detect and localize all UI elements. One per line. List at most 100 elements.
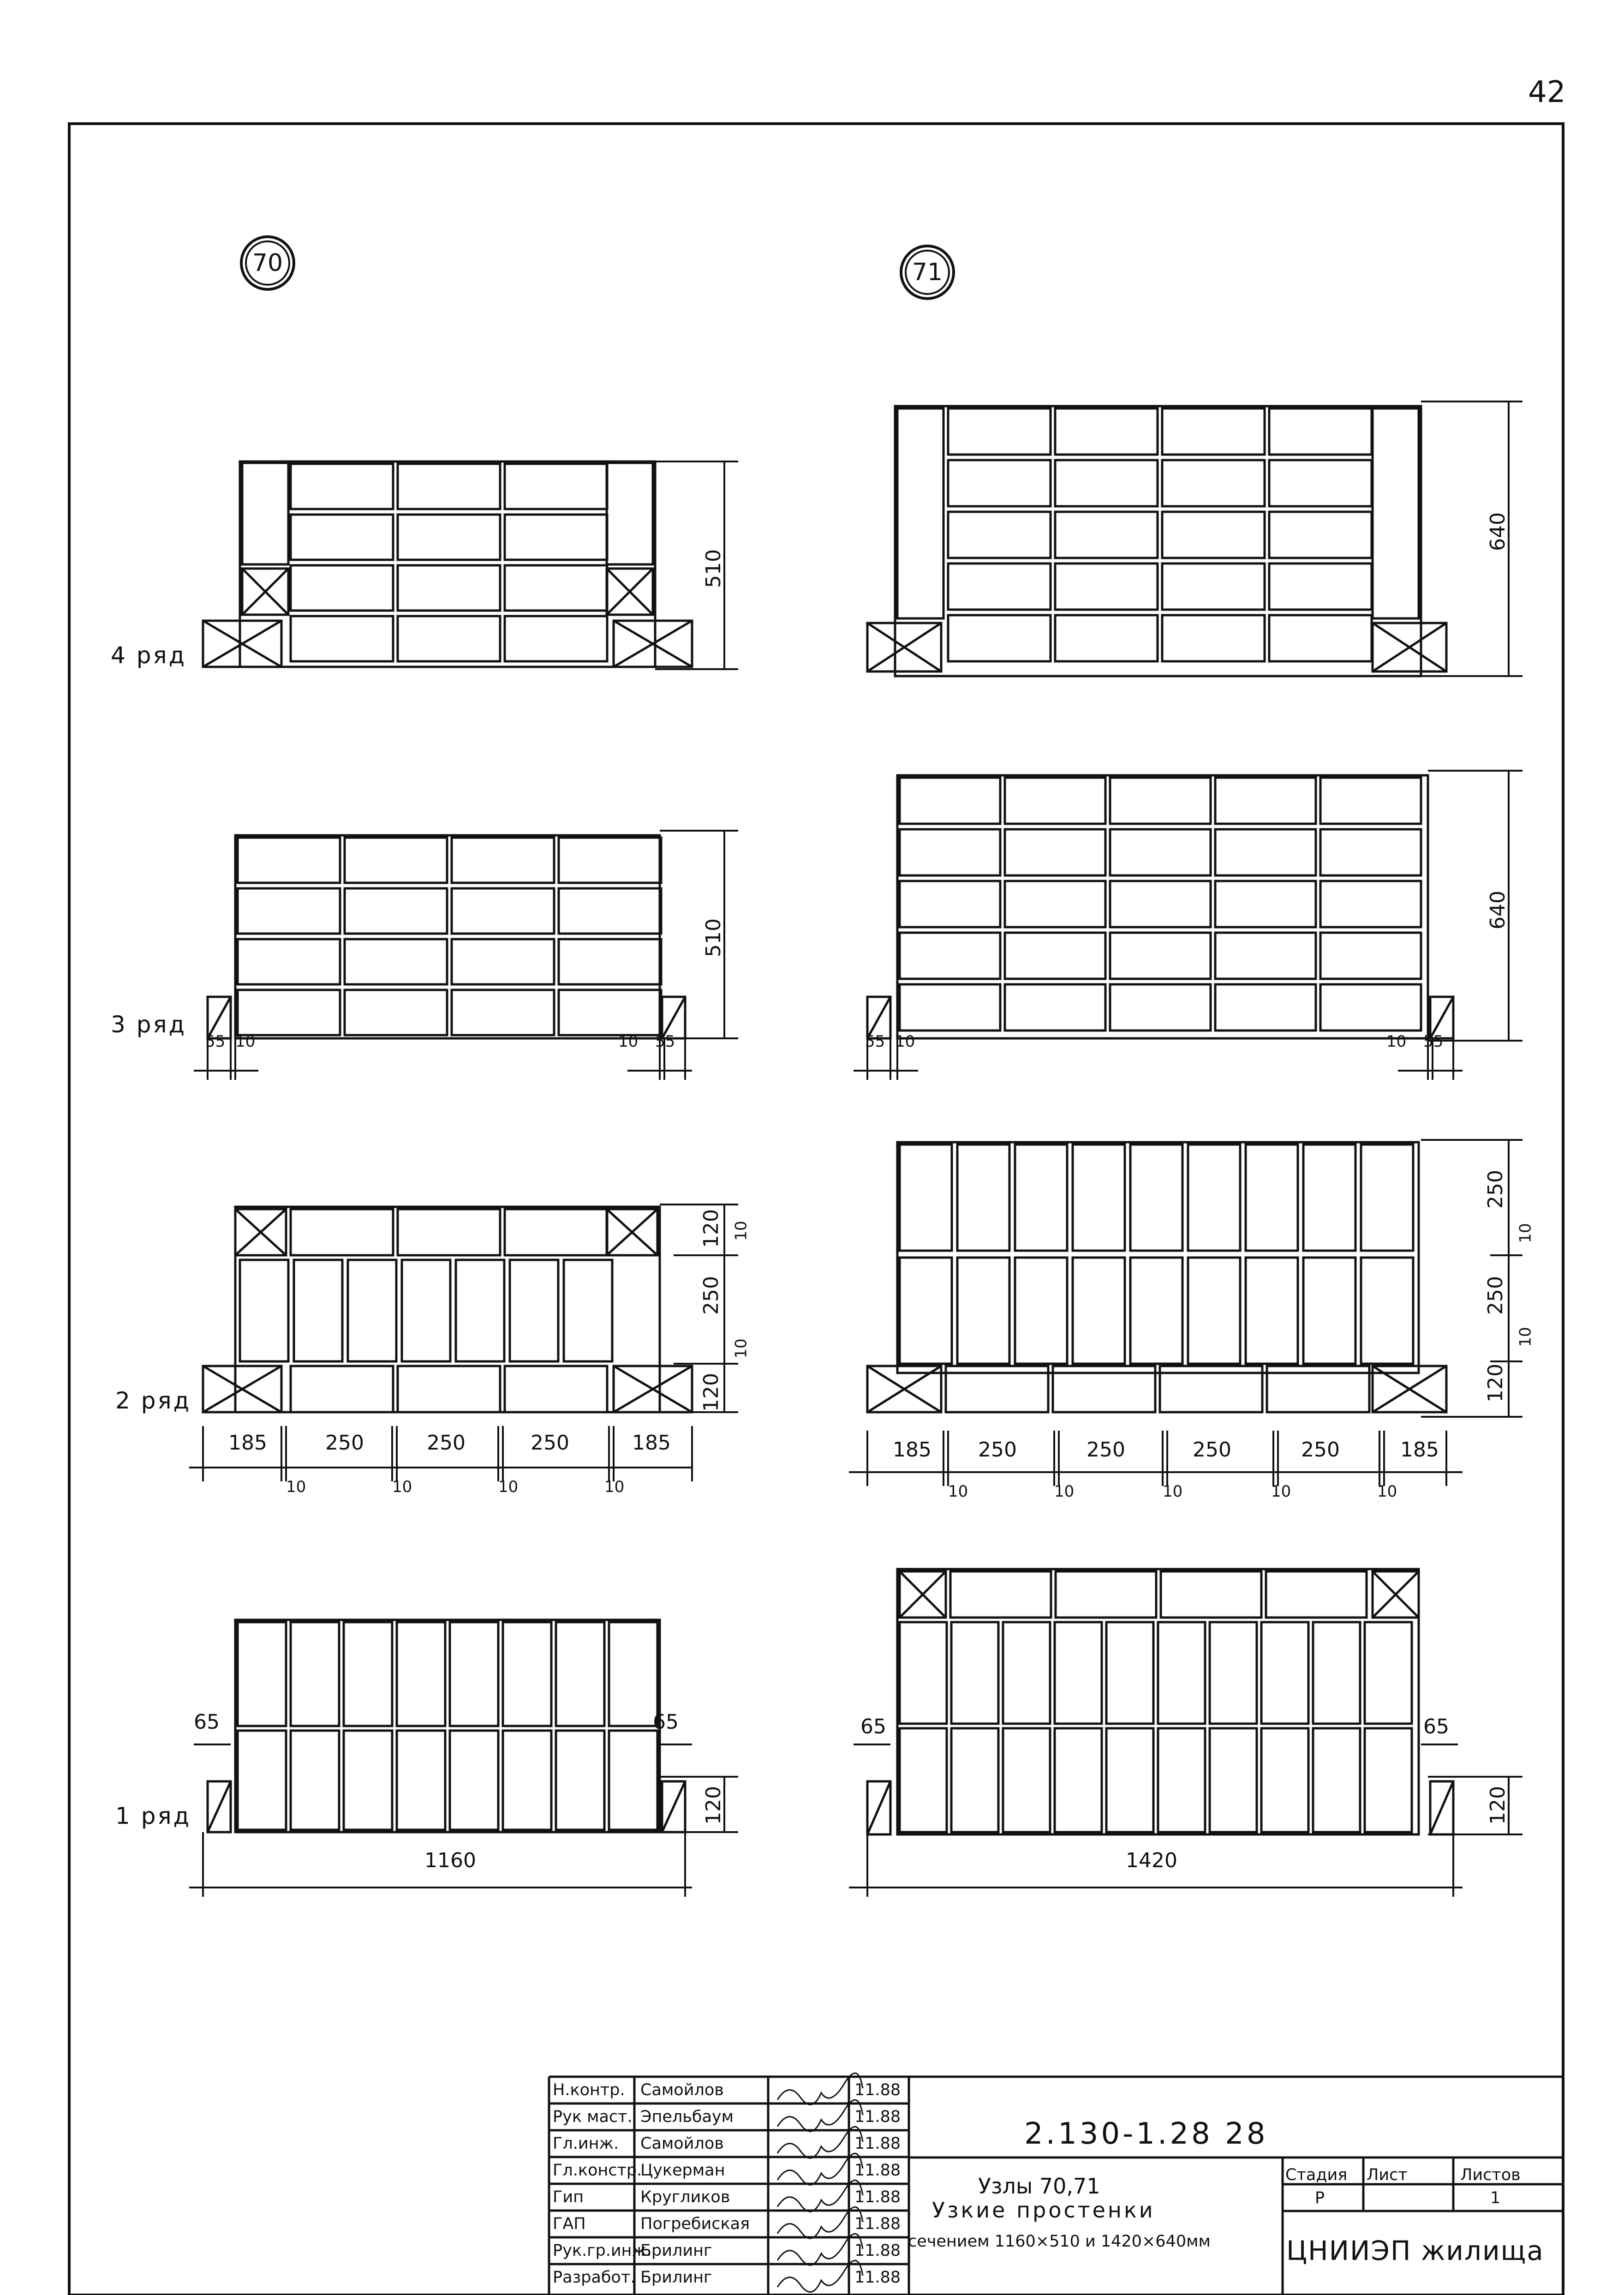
section-hatch bbox=[241, 568, 289, 616]
tb-date-5: 11.88 bbox=[854, 2188, 901, 2206]
brick bbox=[1360, 1143, 1415, 1252]
brick bbox=[1360, 1256, 1415, 1365]
brick bbox=[557, 836, 663, 884]
brick bbox=[898, 1256, 953, 1365]
page-number: 42 bbox=[1528, 75, 1566, 109]
section-block bbox=[605, 567, 654, 616]
brick bbox=[1002, 1727, 1051, 1834]
brick bbox=[1161, 562, 1266, 611]
brick bbox=[555, 1621, 606, 1727]
brick bbox=[1157, 1621, 1206, 1725]
brick bbox=[236, 836, 341, 884]
brick bbox=[289, 1729, 340, 1831]
section-block bbox=[612, 1365, 693, 1414]
section-hatch bbox=[613, 619, 693, 668]
brick bbox=[1003, 776, 1107, 825]
dim-10-c-71: 10 bbox=[1163, 1482, 1183, 1501]
brick bbox=[236, 1621, 287, 1727]
dim-55-right-71: 55 bbox=[1423, 1032, 1444, 1051]
brick bbox=[1268, 562, 1373, 611]
section-block bbox=[1429, 995, 1455, 1040]
section-block bbox=[1371, 1365, 1448, 1414]
wall-outline bbox=[894, 405, 1422, 677]
brick bbox=[1105, 1621, 1155, 1725]
dim-120-top-70: 120 bbox=[699, 1209, 723, 1248]
brick bbox=[557, 989, 663, 1037]
section-hatch bbox=[1429, 996, 1455, 1039]
brick bbox=[289, 1365, 394, 1414]
brick bbox=[1371, 407, 1420, 620]
brick bbox=[450, 989, 555, 1037]
dim-10-bottom-70: 10 bbox=[732, 1338, 751, 1359]
section-block bbox=[206, 1780, 232, 1834]
tb-date-2: 11.88 bbox=[854, 2108, 901, 2126]
organization-name: ЦНИИЭП жилища bbox=[1286, 2235, 1544, 2266]
section-hatch bbox=[866, 996, 892, 1039]
section-hatch bbox=[202, 1365, 282, 1414]
brick bbox=[1054, 510, 1159, 559]
dim-250-mid-71: 250 bbox=[1483, 1276, 1507, 1315]
tb-date-4: 11.88 bbox=[854, 2161, 901, 2180]
dim-65-left-71: 65 bbox=[860, 1715, 886, 1738]
row-label-1: 1 ряд bbox=[115, 1803, 191, 1829]
brick bbox=[289, 615, 394, 663]
wall-outline bbox=[234, 1205, 661, 1414]
dim-55-right-70: 55 bbox=[655, 1032, 675, 1051]
brick bbox=[1129, 1256, 1184, 1365]
brick bbox=[947, 562, 1052, 611]
tb-name-6: Погребиская bbox=[640, 2215, 750, 2233]
brick bbox=[342, 1621, 394, 1727]
brick bbox=[1054, 459, 1159, 508]
section-hatch bbox=[866, 1781, 892, 1835]
brick bbox=[605, 461, 654, 566]
dim-640-row4: 640 bbox=[1486, 512, 1510, 551]
tb-name-5: Кругликов bbox=[640, 2188, 730, 2206]
section-block bbox=[866, 995, 892, 1040]
dim-185-right-71: 185 bbox=[1400, 1438, 1439, 1462]
tb-role-7: Рук.гр.инж. bbox=[553, 2241, 652, 2260]
brick bbox=[1003, 931, 1107, 980]
node-marker-70: 70 bbox=[240, 235, 295, 291]
dim-65-right-70: 65 bbox=[653, 1710, 679, 1734]
brick bbox=[343, 887, 448, 935]
brick bbox=[503, 1208, 609, 1257]
tb-date-3: 11.88 bbox=[854, 2134, 901, 2153]
brick bbox=[898, 931, 1002, 980]
sheets-label: Листов bbox=[1460, 2166, 1521, 2184]
brick bbox=[343, 938, 448, 986]
section-hatch bbox=[202, 619, 282, 668]
brick bbox=[1054, 1570, 1158, 1619]
dim-1160: 1160 bbox=[424, 1849, 476, 1872]
tb-name-2: Эпельбаум bbox=[640, 2108, 734, 2126]
tb-date-1: 11.88 bbox=[854, 2081, 901, 2099]
brick bbox=[400, 1258, 452, 1363]
brick bbox=[450, 887, 555, 935]
tb-name-3: Самойлов bbox=[640, 2134, 724, 2153]
brick bbox=[1319, 931, 1422, 980]
brick bbox=[508, 1258, 560, 1363]
brick bbox=[898, 776, 1002, 825]
dim-185-left-70: 185 bbox=[228, 1431, 267, 1455]
brick bbox=[898, 983, 1002, 1032]
brick bbox=[396, 615, 502, 663]
dim-10-a-70: 10 bbox=[286, 1478, 306, 1496]
brick bbox=[343, 989, 448, 1037]
stage-value: Р bbox=[1315, 2189, 1325, 2207]
section-block bbox=[241, 567, 290, 616]
brick bbox=[950, 1621, 1000, 1725]
handwritten-signature bbox=[776, 2099, 864, 2132]
section-block bbox=[866, 1780, 892, 1836]
tb-date-8: 11.88 bbox=[854, 2268, 901, 2287]
section-hatch bbox=[206, 1780, 232, 1833]
section-hatch bbox=[1372, 1365, 1447, 1414]
dim-120-row1-71: 120 bbox=[1486, 1786, 1510, 1825]
brick bbox=[503, 513, 609, 561]
node-71-label: 71 bbox=[912, 258, 943, 286]
dim-250-70: 250 bbox=[699, 1276, 723, 1315]
tb-name-4: Цукерман bbox=[640, 2161, 725, 2180]
brick bbox=[343, 836, 448, 884]
brick bbox=[448, 1729, 500, 1831]
brick bbox=[1109, 983, 1212, 1032]
brick bbox=[1187, 1256, 1242, 1365]
dim-10-c-70: 10 bbox=[498, 1478, 519, 1496]
